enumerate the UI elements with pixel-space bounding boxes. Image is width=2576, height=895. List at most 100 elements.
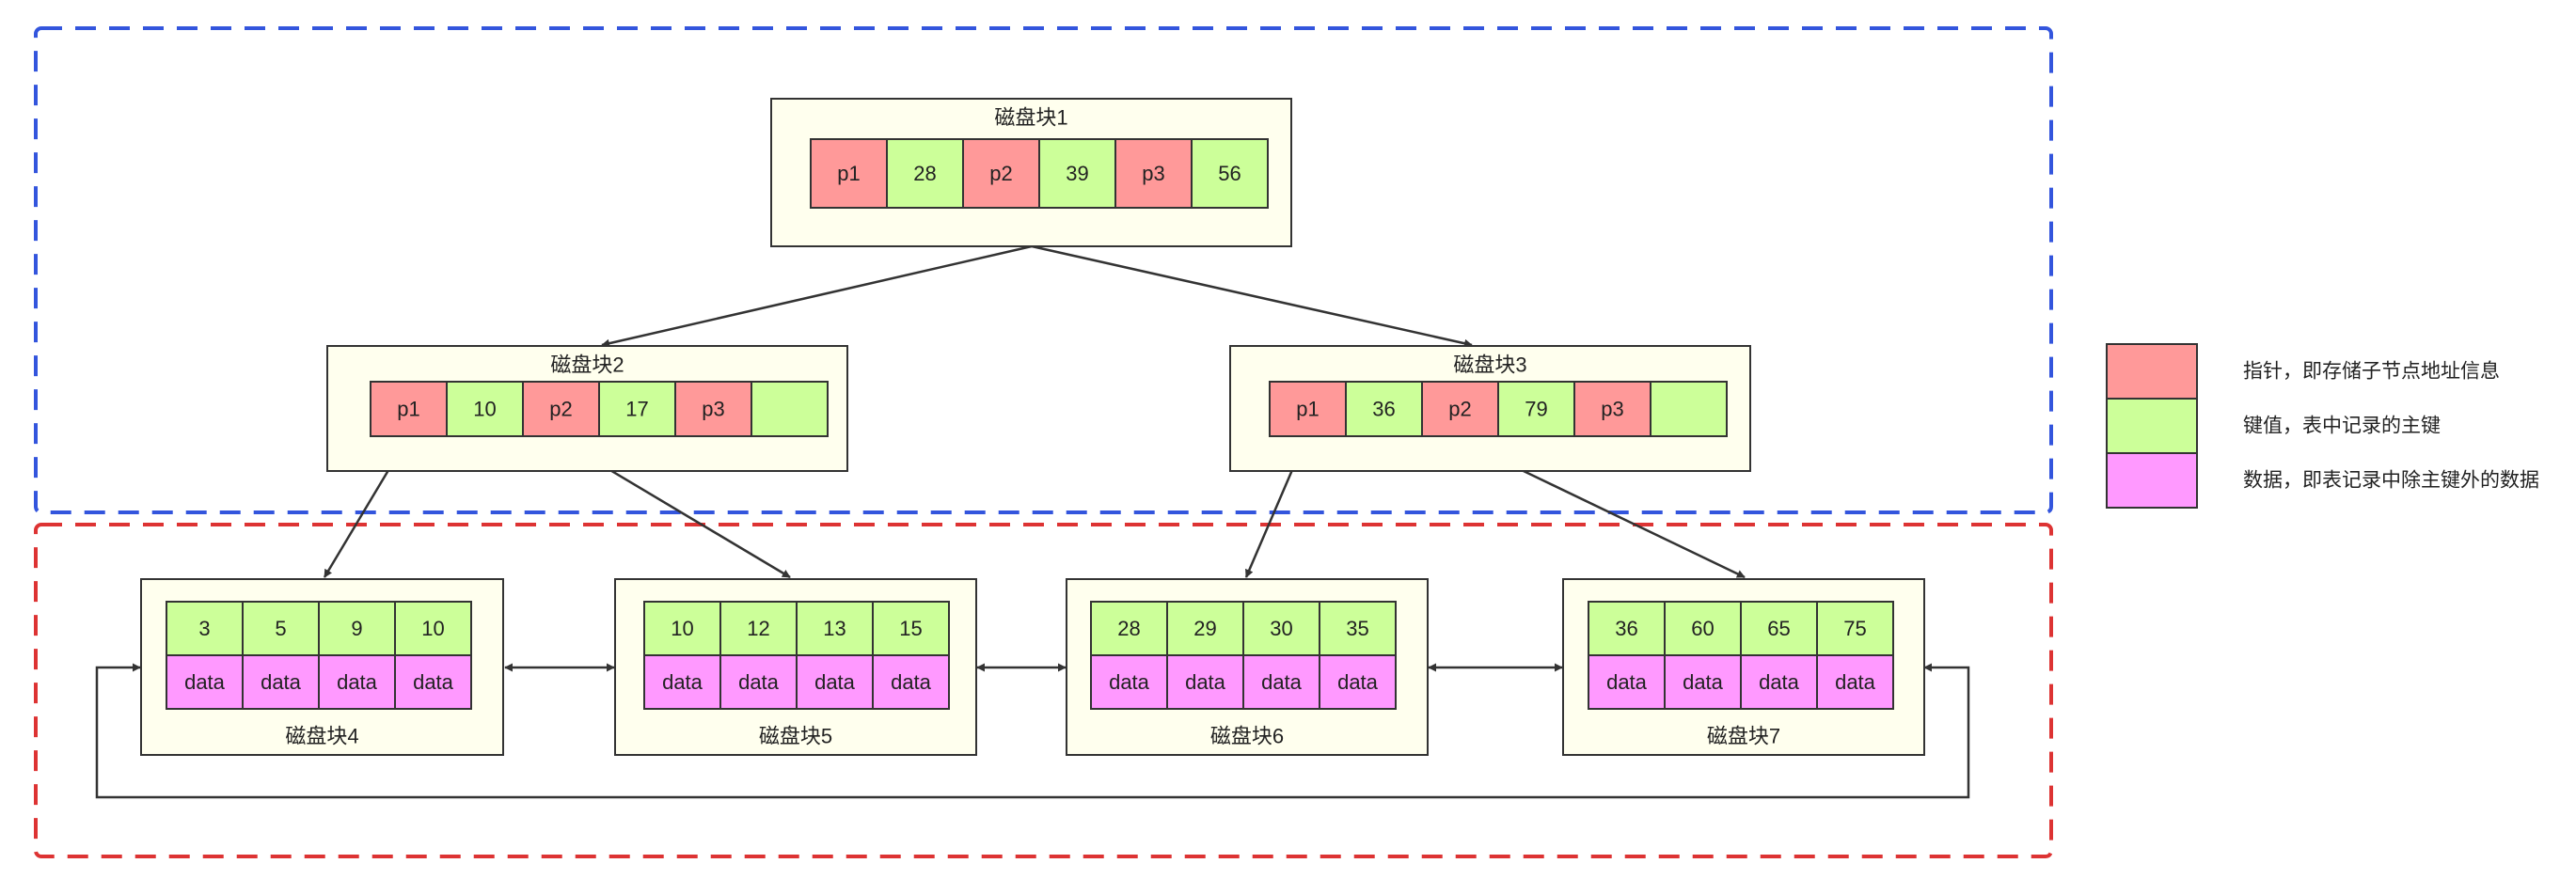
legend-item-key: 键值，表中记录的主键 [2106,398,2441,454]
key-label: 39 [1066,162,1088,185]
key-cell [1090,601,1168,656]
key-label: 29 [1193,617,1216,640]
block-title: 磁盘块7 [1707,725,1780,748]
key-cell [719,601,798,656]
block-title: 磁盘块2 [550,353,624,377]
data-cell [1166,654,1244,710]
key-cell [1497,381,1575,437]
data-label: data [1835,670,1876,694]
key-label: 28 [1117,617,1140,640]
data-label: data [261,670,302,694]
data-cell [1090,654,1168,710]
key-label: 10 [671,617,693,640]
data-cell [1816,654,1894,710]
pointer-label: p3 [1142,162,1164,185]
data-label: data [1109,670,1150,694]
key-label: 36 [1372,398,1395,421]
pointer-cell [1421,381,1499,437]
key-cell [872,601,950,656]
key-label: 56 [1218,162,1241,185]
block-title: 磁盘块6 [1210,725,1284,748]
block-title: 磁盘块5 [759,725,832,748]
legend-label: 键值，表中记录的主键 [2243,416,2441,437]
data-cell [1242,654,1320,710]
key-cell [446,381,524,437]
key-label: 5 [275,617,286,640]
pointer-cell [1269,381,1347,437]
legend-label: 数据，即表记录中除主键外的数据 [2243,470,2539,492]
data-cell [796,654,874,710]
data-cell [1664,654,1742,710]
data-label: data [337,670,378,694]
key-cell [1319,601,1397,656]
legend-swatch [2106,398,2198,454]
pointer-cell [1573,381,1651,437]
key-label: 30 [1270,617,1292,640]
key-label: 36 [1615,617,1637,640]
data-cell [1588,654,1666,710]
key-label: 15 [899,617,922,640]
data-label: data [891,670,932,694]
pointer-cell [1114,138,1193,209]
key-cell [242,601,320,656]
key-label: 28 [913,162,936,185]
pointer-label: p2 [549,398,572,421]
key-label: 12 [747,617,769,640]
key-cell [1816,601,1894,656]
pointer-cell [522,381,600,437]
key-label: 75 [1843,617,1866,640]
legend-swatch [2106,343,2198,400]
key-cell [1588,601,1666,656]
key-label: 35 [1346,617,1368,640]
key-label: 65 [1767,617,1790,640]
edge-b1-b2 [601,244,1033,348]
internal-nodes-frame [34,26,2053,514]
key-label: 79 [1525,398,1547,421]
data-label: data [184,670,226,694]
pointer-label: p2 [989,162,1012,185]
leaf-nodes-frame [34,523,2053,858]
link-b7-b4-loop [95,663,1970,799]
key-label: 10 [421,617,444,640]
data-label: data [738,670,780,694]
data-cell [166,654,244,710]
key-cell [1345,381,1423,437]
leaf-links [95,663,1970,799]
data-label: data [814,670,856,694]
data-cell [242,654,320,710]
legend-item-pointer: 指针，即存储子节点地址信息 [2106,343,2500,400]
pointer-cell [674,381,752,437]
data-cell [1740,654,1818,710]
block-title: 磁盘块3 [1453,353,1526,377]
key-label: 10 [473,398,496,421]
key-cell [394,601,472,656]
data-label: data [1683,670,1724,694]
key-cell [1650,381,1728,437]
key-cell [796,601,874,656]
block-title: 磁盘块1 [994,106,1067,130]
data-label: data [1261,670,1303,694]
data-label: data [413,670,454,694]
data-label: data [662,670,703,694]
legend-item-data: 数据，即表记录中除主键外的数据 [2106,452,2539,509]
key-label: 3 [198,617,210,640]
pointer-label: p1 [397,398,419,421]
key-label: 9 [351,617,362,640]
data-cell [643,654,721,710]
legend-swatch [2106,452,2198,509]
data-label: data [1337,670,1379,694]
pointer-label: p2 [1448,398,1471,421]
key-cell [1191,138,1269,209]
legend-label: 指针，即存储子节点地址信息 [2243,361,2500,383]
data-cell [1319,654,1397,710]
pointer-label: p3 [702,398,724,421]
key-cell [1038,138,1116,209]
pointer-label: p1 [1296,398,1319,421]
